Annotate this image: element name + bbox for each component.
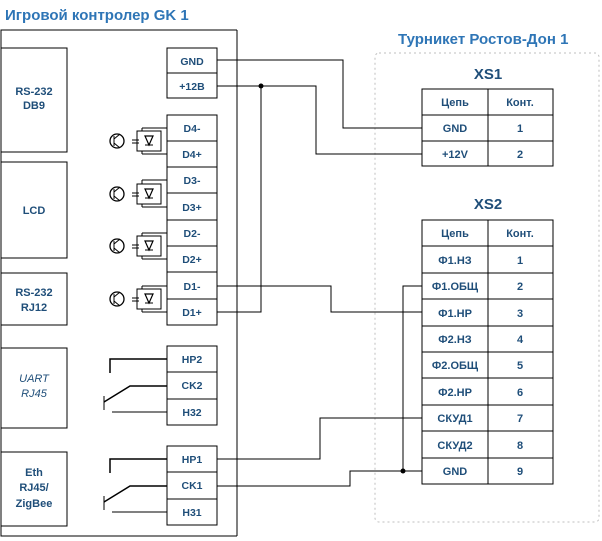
module-label: LCD bbox=[23, 205, 46, 217]
xs1-table: Цепь Конт. GND 1 +12V 2 bbox=[421, 88, 554, 167]
terminal-d3-minus: D3- bbox=[184, 175, 201, 187]
xs2-row-contact: 1 bbox=[517, 255, 523, 267]
terminal-12v: +12B bbox=[179, 81, 205, 93]
optocoupler-d4 bbox=[109, 127, 167, 155]
xs2-row-circuit: Ф1.НР bbox=[438, 308, 472, 320]
xs1-row-circuit: GND bbox=[443, 123, 468, 135]
xs1-header-contact: Конт. bbox=[506, 97, 534, 109]
module-lcd: LCD bbox=[0, 161, 68, 259]
optocoupler-d2 bbox=[109, 232, 167, 260]
xs1-row-circuit: +12V bbox=[442, 149, 469, 161]
relay2-terminal-block: HP2 CK2 H32 bbox=[166, 345, 218, 426]
wire-f1-common bbox=[402, 285, 422, 472]
module-label: Eth bbox=[25, 467, 43, 479]
relay-contact-1 bbox=[103, 458, 167, 513]
module-label: RS-232 bbox=[15, 86, 52, 98]
terminal-d2-plus: D2+ bbox=[182, 254, 202, 266]
optocoupler-d1 bbox=[109, 285, 167, 313]
xs2-row-contact: 6 bbox=[517, 387, 523, 399]
xs2-row-contact: 8 bbox=[517, 440, 523, 452]
xs2-row-contact: 7 bbox=[517, 413, 523, 425]
xs2-row-contact: 4 bbox=[517, 334, 524, 346]
wire-12v bbox=[217, 85, 422, 155]
terminal-h32: H32 bbox=[182, 407, 201, 419]
xs2-row-circuit: СКУД2 bbox=[437, 440, 472, 452]
xs2-title: XS2 bbox=[474, 196, 502, 213]
relay-contact-2 bbox=[103, 358, 167, 413]
input-terminal-block: D4- D4+ D3- D3+ D2- D2+ D1- D1+ bbox=[166, 114, 218, 326]
terminal-d2-minus: D2- bbox=[184, 228, 201, 240]
wire-gnd bbox=[217, 59, 422, 129]
controller-title: Игровой контролер GK 1 bbox=[5, 7, 189, 24]
wire-12v-to-d1-plus bbox=[217, 86, 262, 313]
terminal-d3-plus: D3+ bbox=[182, 202, 202, 214]
wire-d1-minus bbox=[217, 285, 422, 313]
terminal-d4-plus: D4+ bbox=[182, 149, 202, 161]
xs2-header-circuit: Цепь bbox=[441, 228, 469, 240]
xs2-row-contact: 5 bbox=[517, 360, 523, 372]
terminal-hp1: HP1 bbox=[182, 454, 203, 466]
xs2-row-circuit: Ф2.ОБЩ bbox=[432, 360, 479, 372]
module-sublabel-2: ZigBee bbox=[16, 498, 53, 510]
xs2-row-contact: 3 bbox=[517, 308, 523, 320]
xs2-row-circuit: Ф2.НЗ bbox=[438, 334, 472, 346]
xs1-row-contact: 2 bbox=[517, 149, 523, 161]
terminal-ck2: CK2 bbox=[181, 380, 202, 392]
wire-ck1 bbox=[217, 470, 403, 487]
xs1-row-contact: 1 bbox=[517, 123, 523, 135]
turnstile-title: Турникет Ростов-Дон 1 bbox=[398, 31, 568, 48]
module-sublabel: RJ12 bbox=[21, 302, 47, 314]
xs2-row-circuit: Ф2.НР bbox=[438, 387, 472, 399]
xs2-row-circuit: Ф1.НЗ bbox=[438, 255, 472, 267]
module-eth-zigbee: Eth RJ45/ ZigBee bbox=[0, 451, 68, 527]
terminal-hp2: HP2 bbox=[182, 354, 203, 366]
xs2-row-circuit: Ф1.ОБЩ bbox=[432, 281, 479, 293]
module-sublabel: DB9 bbox=[23, 100, 45, 112]
power-terminal-block: GND +12B bbox=[166, 47, 218, 99]
junction-dot bbox=[258, 83, 264, 89]
wire-hp1 bbox=[217, 417, 422, 460]
xs2-table: Цепь Конт. Ф1.НЗ 1 Ф1.ОБЩ 2 Ф1.НР 3 Ф2.Н… bbox=[421, 219, 554, 485]
module-sublabel: RJ45/ bbox=[19, 482, 48, 494]
module-rs232-db9: RS-232 DB9 bbox=[0, 47, 68, 153]
terminal-d4-minus: D4- bbox=[184, 123, 201, 135]
xs2-header-contact: Конт. bbox=[506, 228, 534, 240]
module-label: RS-232 bbox=[15, 287, 52, 299]
wires bbox=[217, 59, 422, 487]
xs2-row-circuit: GND bbox=[443, 466, 468, 478]
terminal-gnd: GND bbox=[180, 56, 204, 68]
terminal-ck1: CK1 bbox=[181, 480, 202, 492]
turnstile-outline bbox=[374, 52, 600, 523]
terminal-h31: H31 bbox=[182, 507, 201, 519]
optocoupler-d3 bbox=[109, 179, 167, 208]
xs1-header-circuit: Цепь bbox=[441, 97, 469, 109]
terminal-d1-plus: D1+ bbox=[182, 307, 202, 319]
module-label: UART bbox=[19, 373, 50, 385]
terminal-d1-minus: D1- bbox=[184, 281, 201, 293]
module-sublabel: RJ45 bbox=[21, 388, 48, 400]
xs1-title: XS1 bbox=[474, 66, 502, 83]
relay1-terminal-block: HP1 CK1 H31 bbox=[166, 445, 218, 526]
module-rs232-rj12: RS-232 RJ12 bbox=[0, 272, 68, 326]
xs2-row-circuit: СКУД1 bbox=[437, 413, 472, 425]
xs2-row-contact: 2 bbox=[517, 281, 523, 293]
xs2-row-contact: 9 bbox=[517, 466, 523, 478]
module-uart-rj45: UART RJ45 bbox=[0, 347, 68, 429]
